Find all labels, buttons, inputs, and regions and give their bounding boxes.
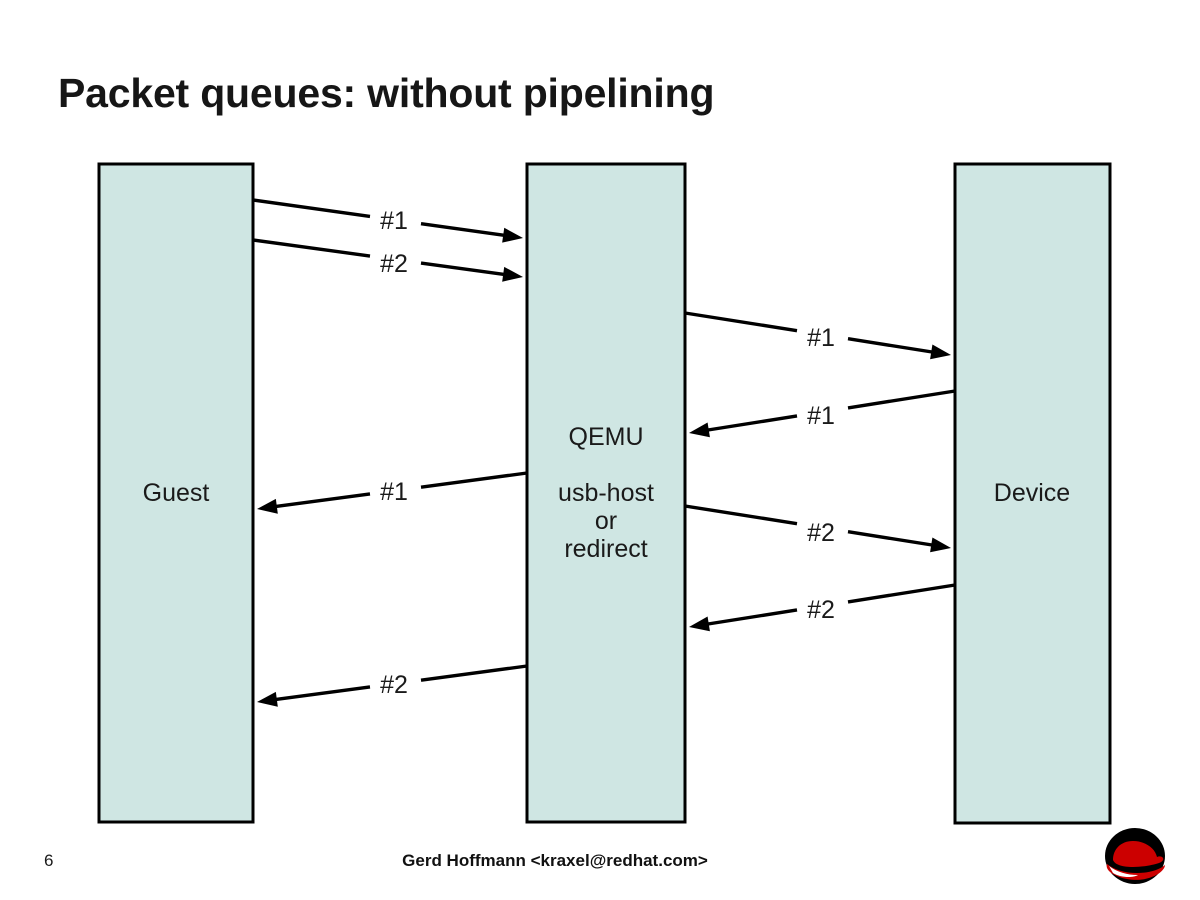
flow-f7: #2 [689,583,956,632]
node-label-qemu: QEMU [569,423,644,451]
flow-f1: #1 [252,198,523,243]
flow-f8: #2 [257,664,528,707]
diagram-node-device: Device [953,162,1112,825]
node-sublabel-qemu-1: or [595,507,617,535]
flow-line-head-f4 [702,414,798,433]
flow-f4: #1 [689,389,956,438]
flow-arrowhead-f6 [930,537,951,553]
flow-arrowhead-f3 [930,344,951,360]
diagram-node-guest: Guest [97,162,255,824]
flow-line-head-f2 [420,261,509,277]
node-box-device [953,162,1112,825]
flow-arrowhead-f8 [257,691,278,707]
flow-label-f7: #2 [807,596,835,624]
flow-arrowhead-f1 [502,227,523,243]
flow-arrowhead-f5 [257,498,278,514]
node-sublabel-qemu-0: usb-host [558,479,654,507]
flow-f6: #2 [684,504,951,553]
flow-f5: #1 [257,471,528,514]
page-number: 6 [44,851,54,870]
flow-line-tail-f4 [847,389,956,410]
flow-line-head-f5 [271,492,371,509]
flow-line-tail-f1 [252,198,371,219]
flow-label-f4: #1 [807,402,835,430]
flow-arrowhead-f4 [689,422,710,438]
flow-line-tail-f6 [684,504,798,526]
flow-line-tail-f2 [252,238,371,258]
page-title: Packet queues: without pipelining [58,70,715,116]
flow-line-head-f8 [271,685,371,702]
flow-line-tail-f7 [847,583,956,604]
flow-label-f1: #1 [380,207,408,235]
flow-f2: #2 [252,238,523,282]
flow-line-head-f7 [702,608,798,627]
flow-arrowhead-f7 [689,616,710,632]
node-label-guest: Guest [143,479,210,507]
node-box-guest [97,162,255,824]
flow-label-f6: #2 [807,519,835,547]
flow-line-head-f3 [847,337,938,355]
flow-arrowhead-f2 [502,266,523,282]
diagram-flows: #1 #2 #1 #1 #1 #2 #2 #2 [252,198,956,707]
flow-label-f3: #1 [807,324,835,352]
footer-author: Gerd Hoffmann <kraxel@redhat.com> [402,851,708,870]
node-sublabel-qemu-2: redirect [564,535,647,563]
flow-line-tail-f5 [420,471,528,489]
flow-label-f2: #2 [380,250,408,278]
flow-line-head-f6 [847,530,938,548]
flow-line-tail-f8 [420,664,528,682]
flow-line-tail-f3 [684,311,798,333]
flow-line-head-f1 [420,221,509,238]
red-hat-shadowman-icon [1105,828,1165,884]
flow-label-f8: #2 [380,671,408,699]
flow-f3: #1 [684,311,951,360]
node-box-qemu [525,162,687,824]
flow-label-f5: #1 [380,478,408,506]
node-label-device: Device [994,479,1070,507]
